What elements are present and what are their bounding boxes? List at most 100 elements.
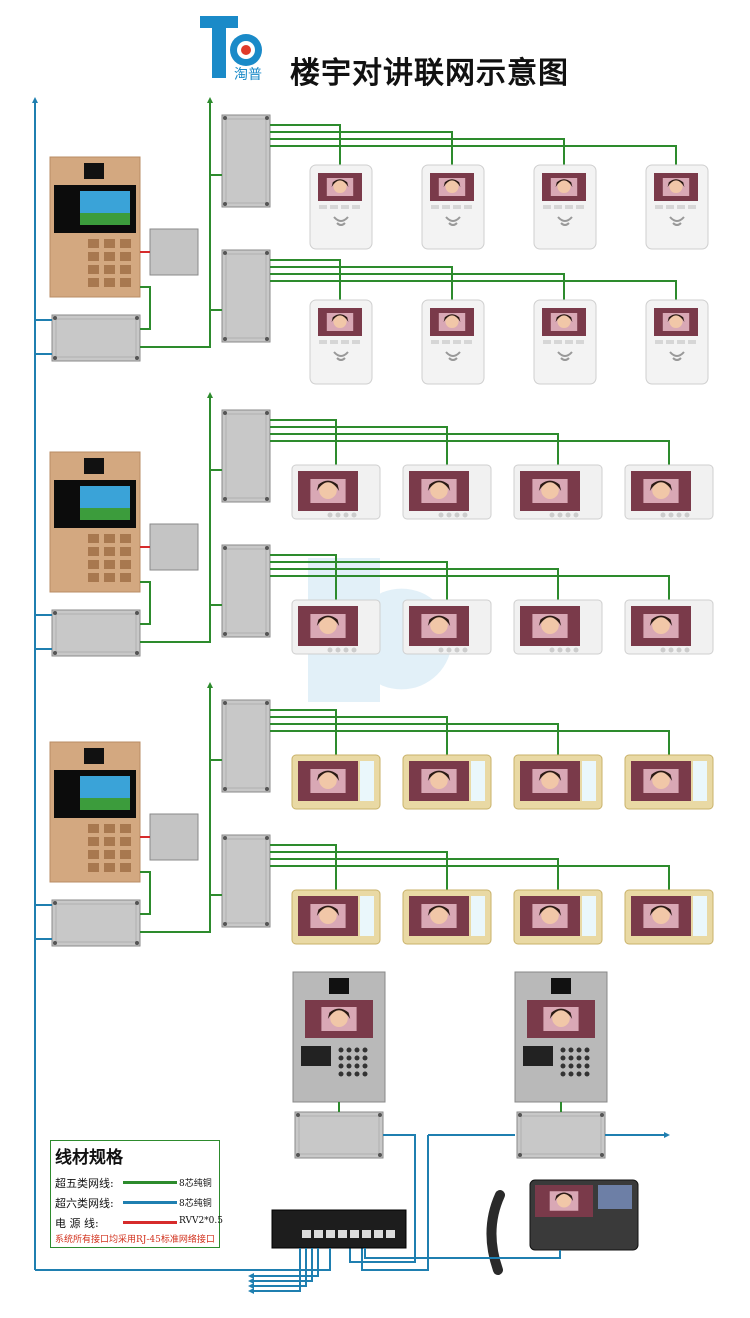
villa-station-2-screen-photo-hair [549, 1008, 573, 1019]
indoor-monitor-3-1-1-screen-photo-hair [316, 770, 340, 781]
console-screen-photo-face [556, 1193, 572, 1208]
cable-to-monitor [270, 440, 670, 465]
screw [223, 701, 227, 705]
monitor-key [655, 205, 663, 209]
cable-legend: 线材规格 超五类网线: 8芯纯铜 超六类网线: 8芯纯铜 电 源 线: RVV2… [50, 1140, 223, 1248]
cable-to-monitor [270, 730, 670, 755]
monitor-key [352, 205, 360, 209]
monitor-key [454, 512, 460, 518]
monitor-key [676, 512, 682, 518]
card-icon [560, 222, 570, 226]
cable-to-monitor [270, 273, 565, 300]
power-supply-2 [149, 523, 199, 571]
keypad-key [362, 1047, 368, 1053]
screw [296, 1153, 300, 1157]
monitor-key [335, 647, 341, 653]
screw [223, 251, 227, 255]
keypad-key [88, 850, 99, 859]
door-station-1-display-grass [80, 213, 130, 225]
keypad-key [88, 837, 99, 846]
cable-switch-up [140, 395, 211, 643]
cable-core-to-console [364, 1248, 561, 1259]
screw [223, 787, 227, 791]
indoor-monitor-3-2-1-panel [360, 896, 374, 936]
indoor-monitor-1-2-4-screen-photo-face [669, 314, 683, 328]
monitor-key [557, 512, 563, 518]
floor-distributor-3-2 [221, 834, 271, 928]
villa-switch-2-inner [520, 1115, 602, 1155]
monitor-key [464, 340, 472, 344]
keypad-key [120, 863, 131, 872]
keypad-key [120, 573, 131, 582]
keypad-key [354, 1047, 360, 1053]
villa-station-2-card-reader [523, 1046, 553, 1066]
screw [265, 116, 269, 120]
cable-to-monitor [270, 561, 448, 600]
building-switch-3-inner [55, 903, 137, 943]
keypad-key [104, 560, 115, 569]
keypad-key [104, 837, 115, 846]
indoor-monitor-3-2-1-screen-photo-hair [316, 905, 340, 916]
door-station-2-display-grass [80, 508, 130, 520]
cable-to-monitor [270, 575, 670, 600]
logo-text: 淘普 [234, 67, 262, 83]
floor-distributor-3-1 [221, 699, 271, 793]
screw [223, 836, 227, 840]
page-title: 楼宇对讲联网示意图 [290, 56, 569, 91]
monitor-key [343, 512, 349, 518]
keypad-key [120, 560, 131, 569]
keypad-key [88, 239, 99, 248]
indoor-monitor-2-2-3-screen-photo-hair [538, 615, 562, 626]
indoor-monitor-2-1-1-screen-photo-hair [316, 480, 340, 491]
indoor-monitor-3-1-4-screen-photo-hair [649, 770, 673, 781]
screw [378, 1113, 382, 1117]
keypad-key [88, 863, 99, 872]
indoor-monitor-3-1-1-panel [360, 761, 374, 801]
keypad-key [354, 1071, 360, 1077]
screw [135, 611, 139, 615]
keypad-key [576, 1063, 582, 1069]
keypad-key [104, 534, 115, 543]
switch-port [350, 1230, 359, 1238]
keypad-key [584, 1063, 590, 1069]
indoor-monitor-2-1-4-screen-photo-face [652, 481, 670, 500]
indoor-monitor-2-2-4-screen-photo-face [652, 616, 670, 634]
cable-to-monitor [270, 865, 670, 890]
indoor-monitor-3-1-3-screen-photo-face [541, 771, 559, 789]
card-icon [336, 357, 346, 361]
switch-port [314, 1230, 323, 1238]
keypad-key [120, 547, 131, 556]
door-station-1-camera [84, 163, 104, 179]
monitor-key [666, 205, 674, 209]
screw [265, 836, 269, 840]
indoor-monitor-1-1-2-screen-photo-hair [443, 179, 461, 187]
cable-to-monitor [270, 266, 453, 300]
keypad-key [88, 265, 99, 274]
screw [600, 1113, 604, 1117]
screw [223, 411, 227, 415]
card-icon [669, 351, 685, 357]
cable-door-to-switch [140, 286, 151, 330]
keypad-key [120, 239, 131, 248]
cable-to-monitor [270, 280, 677, 300]
indoor-monitor-3-2-3-panel [582, 896, 596, 936]
keypad-key [120, 850, 131, 859]
legend-line-cat6 [123, 1201, 177, 1204]
console-panel [598, 1185, 632, 1209]
keypad-key [88, 824, 99, 833]
keypad-key [560, 1055, 566, 1061]
door-station-2-camera [84, 458, 104, 474]
indoor-monitor-3-1-2-screen-photo-face [430, 771, 448, 789]
monitor-key [351, 647, 357, 653]
keypad-key [104, 824, 115, 833]
indoor-monitor-3-2-2-screen-photo-hair [427, 905, 451, 916]
cable-to-monitor [270, 131, 453, 165]
indoor-monitor-2-1-3-screen-photo-face [541, 481, 559, 500]
floor-distributor-1-1 [221, 114, 271, 208]
monitor-key [554, 205, 562, 209]
monitor-key [462, 647, 468, 653]
villa-station-1-screen-photo-hair [327, 1008, 351, 1019]
keypad-key [120, 534, 131, 543]
indoor-monitor-1-1-4-screen-photo-face [669, 179, 683, 193]
screw [223, 202, 227, 206]
